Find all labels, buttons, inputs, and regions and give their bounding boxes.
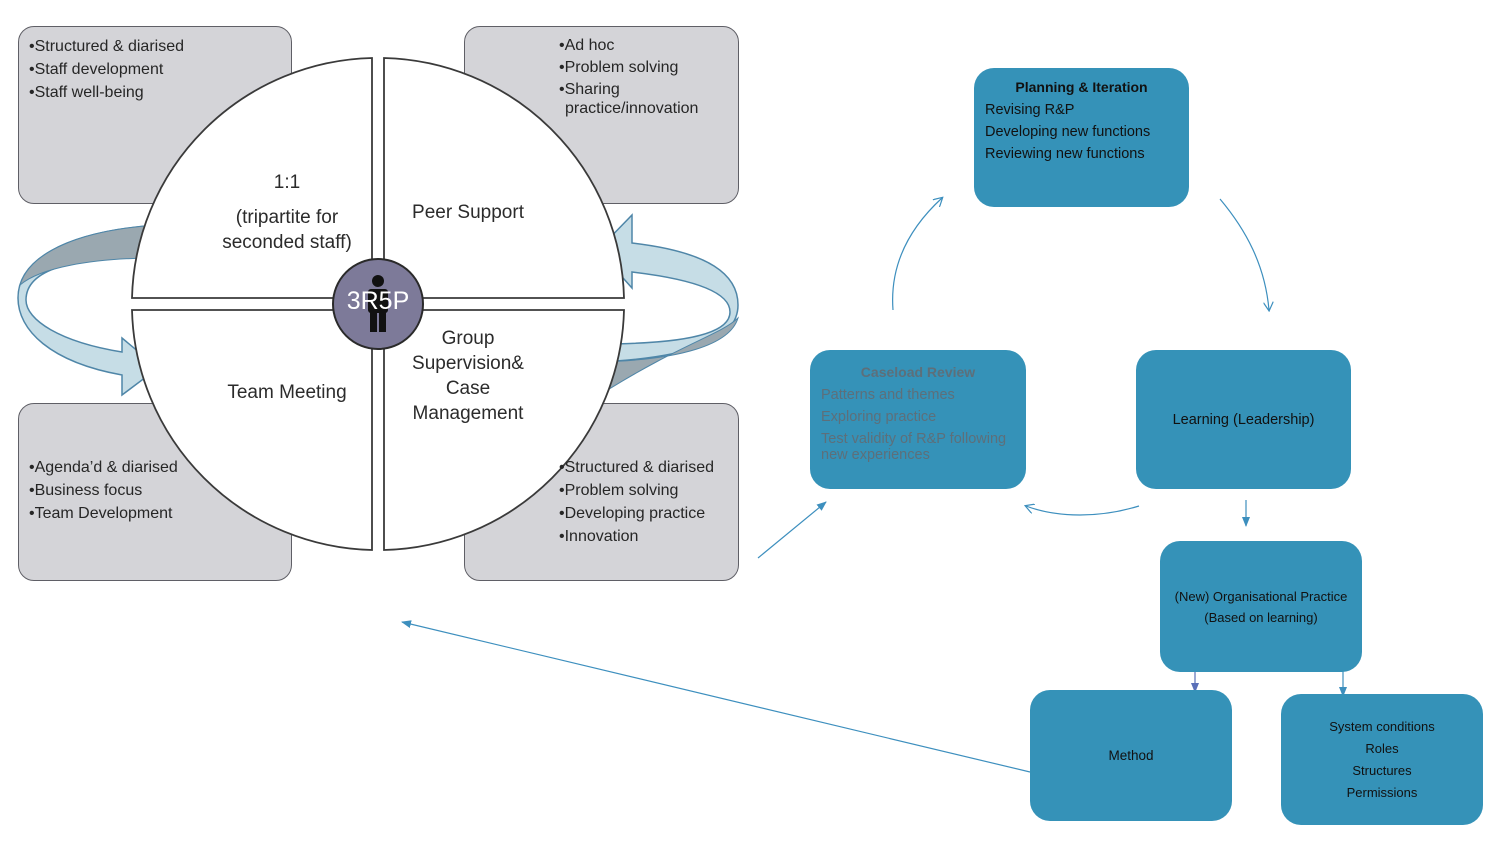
left-curved-arrow	[17, 224, 160, 397]
quadrant-1to1-label: 1:1 (tripartite for seconded staff)	[207, 170, 367, 255]
planning-item: Revising R&P	[985, 102, 1075, 118]
caseload-item: Patterns and themes	[821, 387, 955, 403]
caseload-box: Caseload Review Patterns and themes Expl…	[810, 350, 1026, 489]
list-item: •Developing practice	[559, 505, 706, 522]
person-icon	[368, 275, 388, 332]
planning-title: Planning & Iteration	[1015, 79, 1148, 95]
list-item: •Team Development	[29, 505, 173, 522]
quadrant-team-meeting	[131, 309, 373, 551]
caseload-item: Test validity of R&P following	[821, 431, 1007, 447]
arrow-method-to-circle	[401, 620, 1031, 773]
caseload-title: Caseload Review	[860, 364, 976, 380]
right-curved-arrow	[596, 213, 740, 397]
quadrant-line: Group	[441, 328, 495, 349]
quadrant-subtitle: seconded staff)	[222, 232, 352, 253]
list-item: •Agenda’d & diarised	[29, 459, 178, 476]
list-item: •Ad hoc	[559, 37, 615, 54]
quadrant-1to1	[131, 57, 373, 299]
list-item: •Sharing	[559, 81, 620, 98]
learning-title: Learning (Leadership)	[1172, 411, 1315, 428]
system-conditions-box: System conditions Roles Structures Permi…	[1281, 694, 1483, 825]
org-practice-line: (Based on learning)	[1204, 609, 1318, 625]
list-item: •Innovation	[559, 528, 639, 545]
bottom-right-list: •Structured & diarised •Problem solving …	[559, 456, 714, 548]
planning-item: Developing new functions	[985, 124, 1151, 140]
quadrant-subtitle: (tripartite for	[235, 207, 339, 228]
list-item: practice/innovation	[565, 100, 699, 117]
system-item: Roles	[1365, 740, 1399, 756]
list-item: •Staff development	[29, 61, 164, 78]
list-item: •Problem solving	[559, 482, 679, 499]
quadrant-group-supervision-label: Group Supervision& Case Management	[398, 326, 538, 426]
top-left-list: •Structured & diarised •Staff developmen…	[29, 35, 184, 104]
org-practice-box: (New) Organisational Practice (Based on …	[1160, 541, 1362, 672]
list-item: •Business focus	[29, 482, 143, 499]
learning-box: Learning (Leadership)	[1136, 350, 1351, 489]
system-item: Permissions	[1346, 784, 1418, 800]
system-item: System conditions	[1329, 718, 1435, 734]
list-item: •Staff well-being	[29, 84, 144, 101]
list-item: •Structured & diarised	[559, 459, 715, 476]
system-item: Structures	[1352, 762, 1412, 778]
quadrant-line: Supervision&	[412, 353, 524, 374]
list-item: •Problem solving	[559, 59, 679, 76]
quadrant-title: 1:1	[273, 172, 301, 193]
method-box: Method	[1030, 690, 1232, 821]
caseload-item: new experiences	[821, 447, 930, 463]
quadrant-peer-support-label: Peer Support	[412, 202, 524, 223]
cycle-arrows	[401, 198, 1269, 773]
bottom-left-list: •Agenda’d & diarised •Business focus •Te…	[29, 456, 178, 525]
quadrant-group-supervision	[383, 309, 625, 551]
caseload-item: Exploring practice	[821, 409, 937, 425]
planning-box: Planning & Iteration Revising R&P Develo…	[974, 68, 1189, 207]
method-title: Method	[1108, 748, 1154, 763]
quadrant-line: Management	[412, 403, 524, 424]
circle-quadrants	[131, 57, 625, 551]
center-label: 3R5P	[346, 287, 410, 315]
arrow-learning-to-caseload	[1026, 506, 1140, 516]
arrow-caseload-to-planning	[892, 198, 942, 311]
quadrant-peer-support	[383, 57, 625, 299]
org-practice-line: (New) Organisational Practice	[1174, 588, 1348, 604]
arrow-to-caseload	[757, 501, 827, 559]
quadrant-line: Case	[445, 378, 491, 399]
planning-item: Reviewing new functions	[985, 146, 1145, 162]
arrow-planning-to-learning	[1219, 198, 1269, 310]
quadrant-team-meeting-label: Team Meeting	[227, 382, 347, 403]
list-item: •Structured & diarised	[29, 38, 185, 55]
top-right-list: •Ad hoc •Problem solving •Sharing practi…	[559, 35, 698, 120]
